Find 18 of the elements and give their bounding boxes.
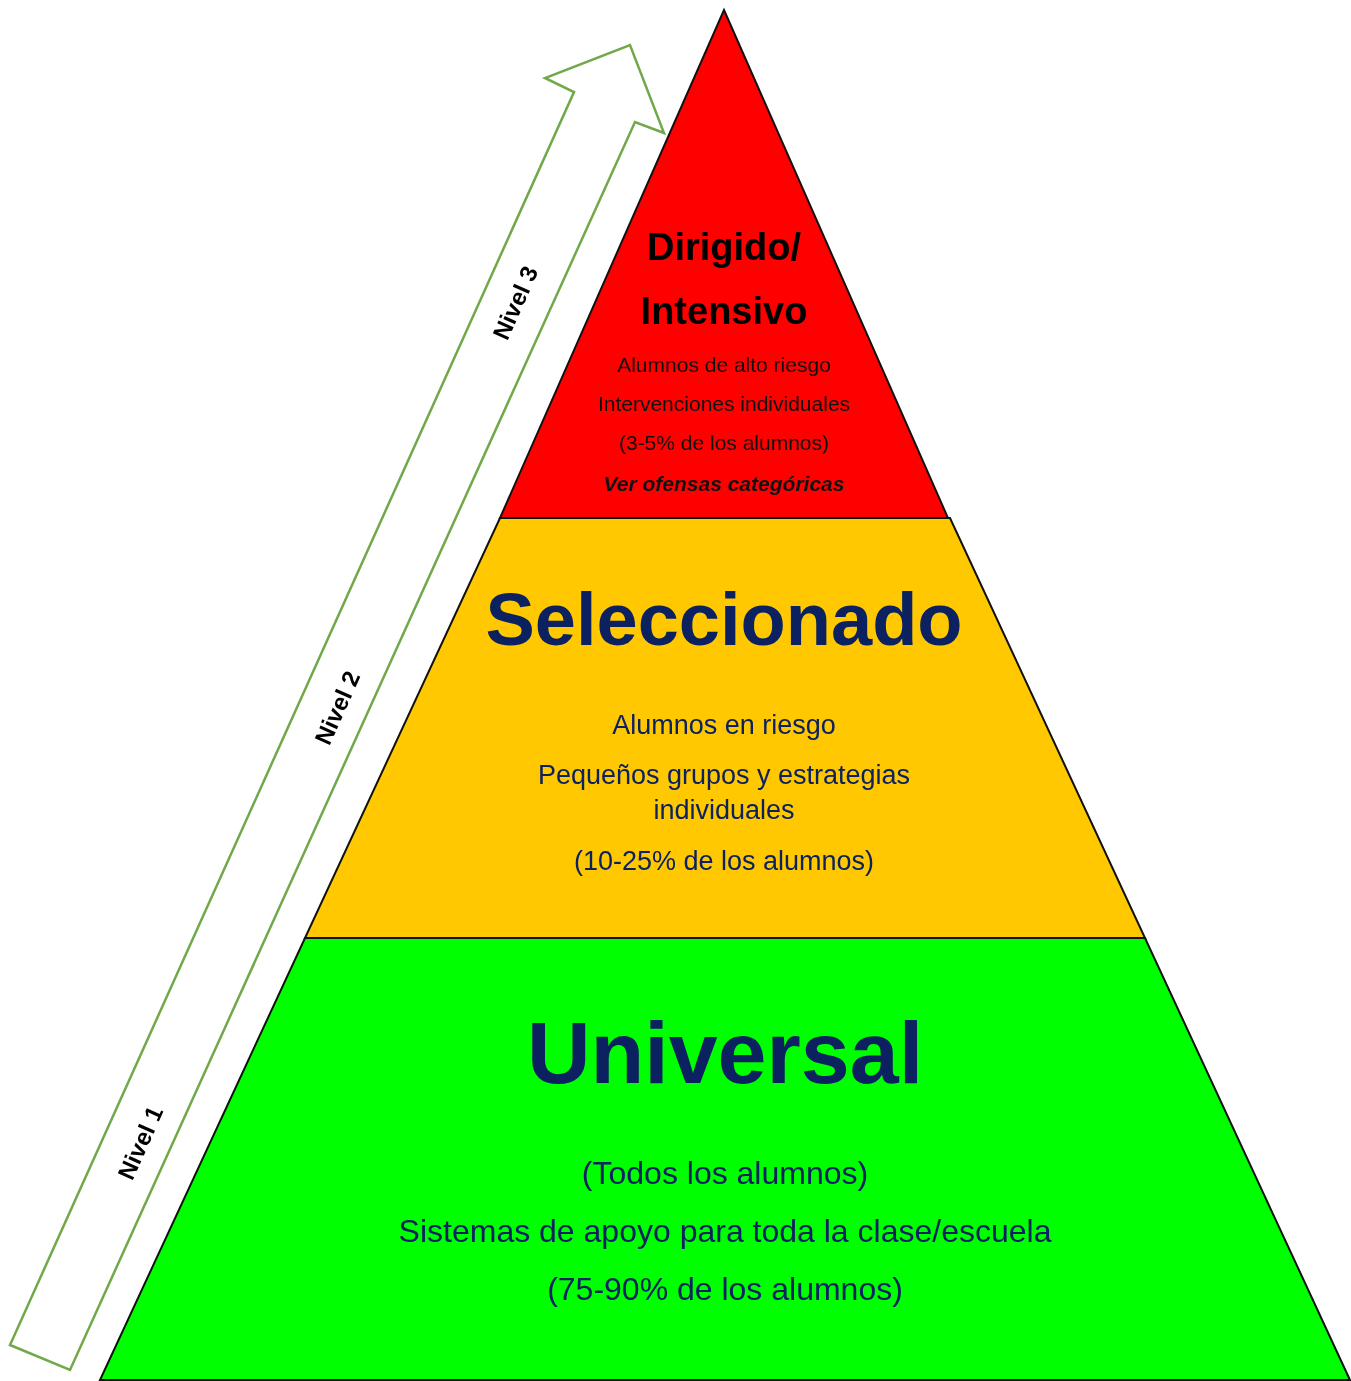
tier-text: Pequeños grupos y estrategias individuales: [536, 759, 912, 827]
tier-text: Sistemas de apoyo para toda la clase/escuela: [397, 1212, 1053, 1251]
pyramid-tier: [100, 938, 1350, 1380]
pyramid-tier: [305, 518, 1145, 938]
tier-text: (3-5% de los alumnos): [617, 431, 831, 455]
tier-heading: Dirigido/ Intensivo: [639, 225, 809, 334]
tier-text: (Todos los alumnos): [580, 1154, 870, 1193]
level-label: Nivel 2: [308, 666, 366, 750]
level-label: Nivel 1: [111, 1101, 169, 1185]
tier-text: (10-25% de los alumnos): [572, 845, 876, 878]
tier-text: Alumnos de alto riesgo: [616, 353, 832, 377]
level-label: Nivel 3: [486, 261, 544, 345]
tier-text: (75-90% de los alumnos): [546, 1270, 904, 1309]
tier-text: Ver ofensas categóricas: [602, 472, 846, 496]
tier-text: Alumnos en riesgo: [611, 709, 837, 742]
tier-text: Intervenciones individuales: [596, 392, 852, 416]
tier-heading: Seleccionado: [484, 577, 964, 663]
tier-heading: Universal: [525, 1002, 925, 1104]
